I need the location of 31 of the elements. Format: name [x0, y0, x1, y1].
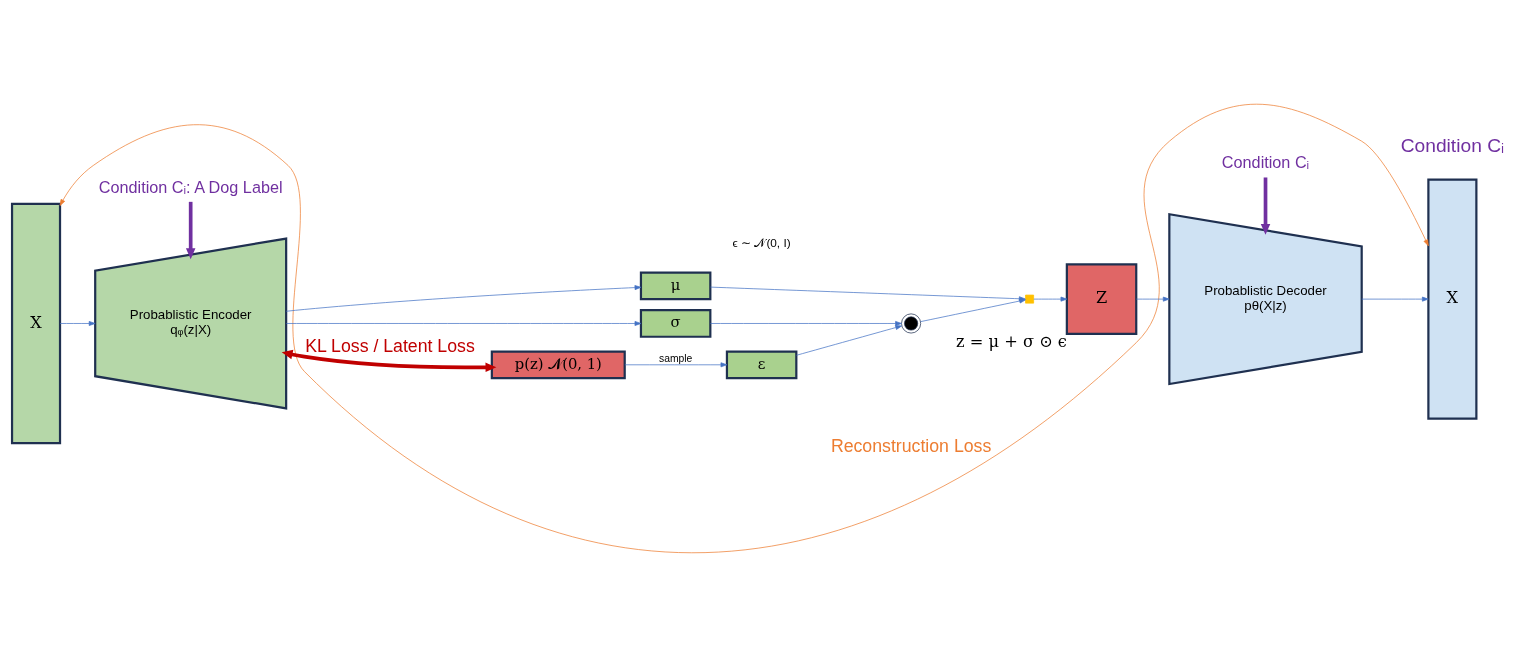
arrow [285, 285, 642, 312]
node-box: Probablistic Encoder qᵩ(z|X) [94, 237, 288, 410]
node-box: ε [725, 350, 798, 380]
arrow [1136, 296, 1170, 302]
arrow [59, 321, 96, 326]
arrow [286, 321, 642, 326]
arrow [59, 103, 1429, 553]
arrow [185, 201, 196, 260]
node-label: z = μ + σ ⊙ ϵ [956, 331, 1067, 351]
arrow [624, 362, 728, 368]
label: ϵ ∼ 𝒩(0, I) [732, 236, 791, 251]
node-box: X [1427, 178, 1478, 420]
node-box: σ [639, 309, 712, 338]
edge-label: KL Loss / Latent Loss [305, 335, 475, 356]
node-box: μ [639, 271, 712, 301]
node-text: Condition Cᵢ [1221, 153, 1310, 172]
arrow [796, 325, 902, 356]
node-box: X [10, 202, 62, 445]
arrow [710, 321, 902, 326]
label: Condition Cᵢ [1400, 134, 1505, 156]
node-text: Condition Cᵢ: A Dog Label [98, 177, 283, 196]
node-box: Probablistic Decoder pθ(X|z) [1168, 212, 1363, 386]
edge-label: sample [658, 353, 693, 364]
node-box: p(z) 𝓝(0, 1) [490, 350, 626, 380]
edge-label: Reconstruction Loss [830, 436, 992, 457]
arrow [1260, 177, 1271, 235]
arrow [1033, 296, 1068, 302]
node-box: Z [1065, 263, 1138, 335]
node-plus [1025, 294, 1034, 304]
arrow [1361, 296, 1429, 302]
arrow [281, 349, 497, 373]
